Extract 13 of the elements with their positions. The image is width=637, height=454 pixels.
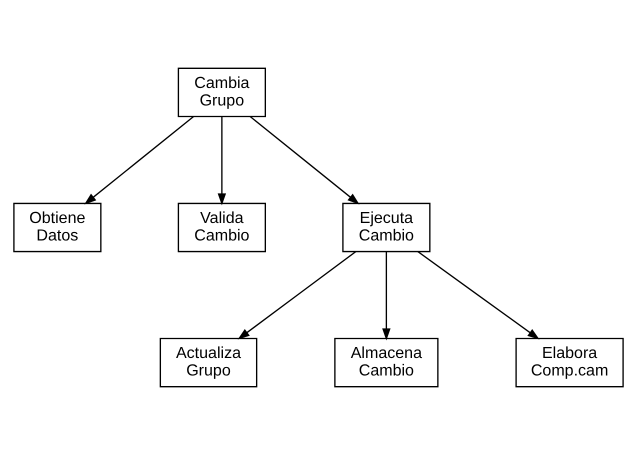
arrow xyxy=(238,250,356,340)
arrow xyxy=(250,116,360,204)
node-box: Ejecuta Cambio xyxy=(342,202,430,252)
arrow xyxy=(382,251,391,340)
node-box: Valida Cambio xyxy=(178,202,266,252)
node-box: Elabora Comp.cam xyxy=(515,337,624,387)
node-box: Obtiene Datos xyxy=(13,202,102,252)
node-box: Almacena Cambio xyxy=(334,337,439,387)
node-box: Actualiza Grupo xyxy=(160,337,258,387)
node-box: Cambia Grupo xyxy=(178,67,266,117)
arrow xyxy=(84,116,194,204)
arrow xyxy=(417,250,540,340)
arrow xyxy=(218,116,226,205)
